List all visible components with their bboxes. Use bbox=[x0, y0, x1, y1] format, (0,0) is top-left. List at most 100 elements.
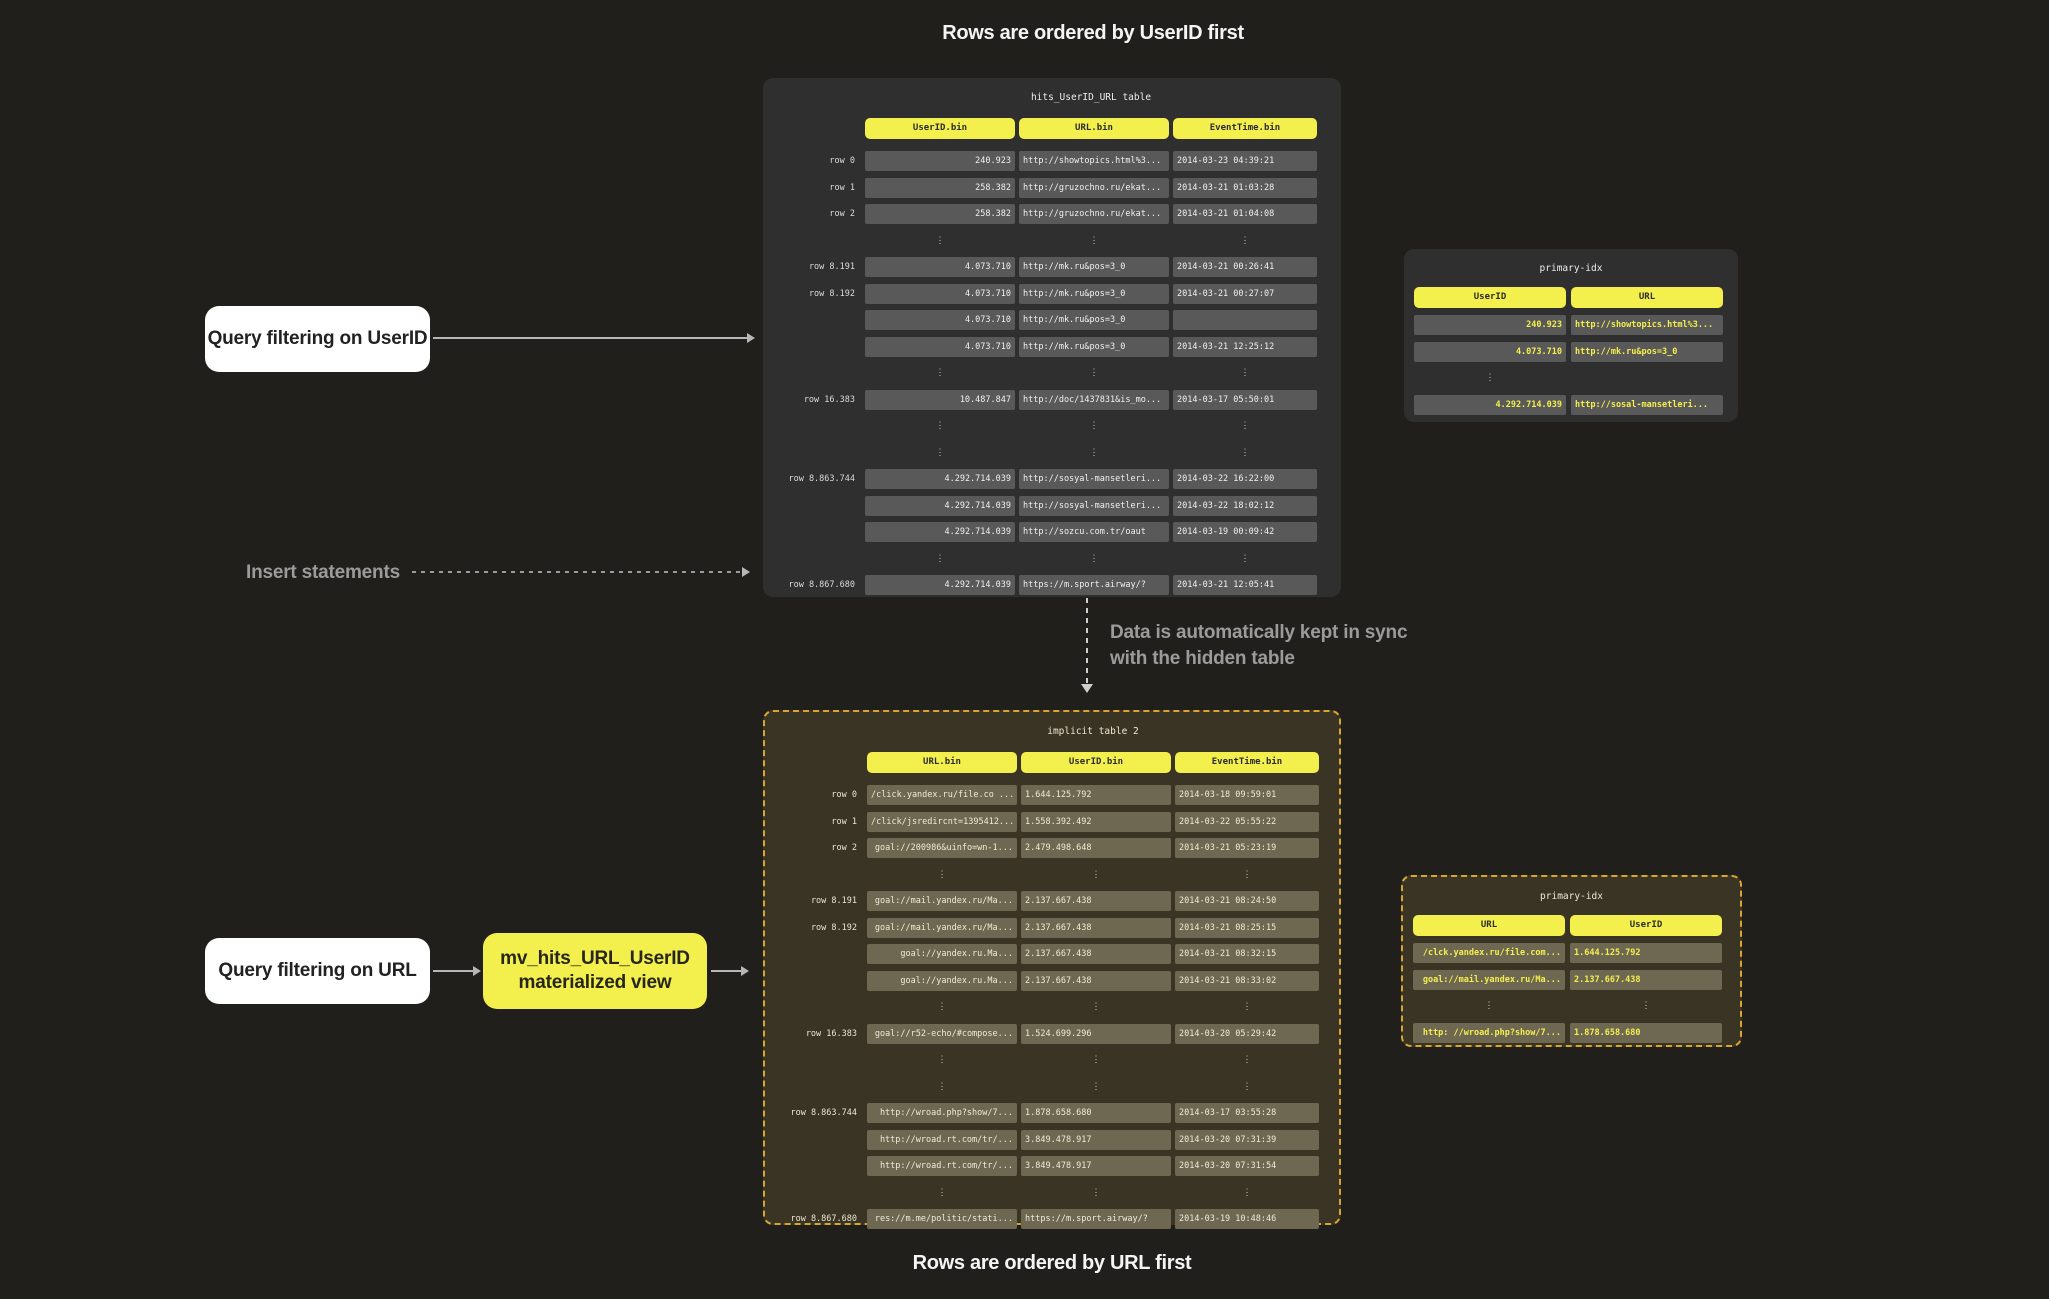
ellipsis-marker: ⋮ bbox=[1240, 553, 1250, 564]
ellipsis-marker: ⋮ bbox=[1091, 1081, 1101, 1092]
data-cell: /clck.yandex.ru/file.com... bbox=[1413, 943, 1565, 963]
hits-primary-index-title: primary-idx bbox=[1539, 263, 1603, 274]
row-label bbox=[773, 865, 863, 885]
ellipsis-marker: ⋮ bbox=[935, 368, 945, 378]
data-cell: 2.479.498.648 bbox=[1021, 838, 1171, 858]
ellipsis-marker: ⋮ bbox=[1089, 368, 1099, 378]
materialized-view-name: mv_hits_URL_UserID bbox=[500, 948, 690, 969]
data-cell: http://wroad.rt.com/tr/... bbox=[867, 1156, 1017, 1176]
data-cell: 2.137.667.438 bbox=[1570, 969, 1722, 990]
ellipsis-marker: ⋮ bbox=[1091, 1002, 1101, 1012]
data-cell: 3.849.478.917 bbox=[1021, 1129, 1171, 1150]
row-label bbox=[773, 1050, 863, 1070]
data-cell: 4.292.714.039 bbox=[1414, 394, 1566, 415]
data-cell: http://showtopics.html%3... bbox=[1019, 151, 1169, 171]
column-header: UserID bbox=[1570, 915, 1722, 936]
row-label bbox=[771, 443, 861, 463]
bottom-caption: Rows are ordered by URL first bbox=[912, 1252, 1192, 1274]
ellipsis-marker: ⋮ bbox=[1484, 1001, 1494, 1011]
row-label bbox=[773, 997, 863, 1017]
data-cell: http://sosyal-mansetleri... bbox=[1019, 469, 1169, 489]
data-cell: http://gruzochno.ru/ekat... bbox=[1019, 177, 1169, 198]
data-cell: http: //wroad.php?show/7... bbox=[1413, 1022, 1565, 1043]
row-label bbox=[771, 416, 861, 436]
data-cell: 4.292.714.039 bbox=[865, 469, 1015, 489]
data-cell: goal://r52-echo/#compose... bbox=[867, 1023, 1017, 1044]
row-label bbox=[771, 337, 861, 357]
data-cell: goal://200986&uinfo=wn-1... bbox=[867, 838, 1017, 858]
insert-arrow-line bbox=[412, 571, 740, 573]
row-label: row 0 bbox=[829, 156, 855, 166]
data-cell: 10.487.847 bbox=[865, 389, 1015, 410]
row-label: row 8.867.680 bbox=[790, 1214, 857, 1224]
row-label: row 8.863.744 bbox=[788, 474, 855, 484]
mv-arrow-head bbox=[741, 966, 749, 976]
ellipsis-marker bbox=[1571, 368, 1723, 388]
data-cell: 2014-03-21 08:33:02 bbox=[1175, 970, 1319, 991]
data-cell: 258.382 bbox=[865, 204, 1015, 224]
data-cell: http://mk.ru&pos=3_0 bbox=[1571, 341, 1723, 362]
ellipsis-marker: ⋮ bbox=[1240, 447, 1250, 458]
data-cell: 4.292.714.039 bbox=[865, 522, 1015, 542]
row-label: row 8.863.744 bbox=[790, 1108, 857, 1118]
data-cell: 2014-03-21 05:23:19 bbox=[1175, 838, 1319, 858]
data-cell: 4.292.714.039 bbox=[865, 495, 1015, 516]
ellipsis-marker: ⋮ bbox=[1242, 1002, 1252, 1012]
row-label bbox=[773, 1183, 863, 1203]
data-cell: http://wroad.php?show/7... bbox=[867, 1103, 1017, 1123]
data-cell: 3.849.478.917 bbox=[1021, 1156, 1171, 1176]
ellipsis-marker: ⋮ bbox=[1089, 553, 1099, 564]
data-cell: http://mk.ru&pos=3_0 bbox=[1019, 310, 1169, 330]
column-header: UserID bbox=[1414, 287, 1566, 308]
row-label bbox=[771, 310, 861, 330]
data-cell: 240.923 bbox=[865, 151, 1015, 171]
materialized-view-box: mv_hits_URL_UserID materialized view bbox=[483, 933, 707, 1009]
data-cell: 2.137.667.438 bbox=[1021, 944, 1171, 964]
data-cell: 1.644.125.792 bbox=[1021, 785, 1171, 805]
row-label: row 8.867.680 bbox=[788, 580, 855, 590]
top-caption: Rows are ordered by UserID first bbox=[942, 22, 1244, 44]
data-cell: 2.137.667.438 bbox=[1021, 917, 1171, 938]
data-cell: http://showtopics.html%3... bbox=[1571, 315, 1723, 335]
row-label bbox=[773, 944, 863, 964]
data-cell: 4.073.710 bbox=[865, 257, 1015, 277]
column-header: URL.bin bbox=[1019, 118, 1169, 139]
ellipsis-marker: ⋮ bbox=[1089, 421, 1099, 431]
ellipsis-marker: ⋮ bbox=[935, 553, 945, 564]
sync-note-line2: with the hidden table bbox=[1110, 648, 1295, 669]
row-label: row 1 bbox=[831, 816, 857, 827]
row-label: row 16.383 bbox=[803, 394, 855, 405]
data-cell: http://gruzochno.ru/ekat... bbox=[1019, 204, 1169, 224]
data-cell: https://m.sport.airway/? bbox=[1019, 575, 1169, 595]
implicit-primary-index-title: primary-idx bbox=[1540, 891, 1603, 902]
ellipsis-marker: ⋮ bbox=[1091, 1187, 1101, 1198]
data-cell: https://m.sport.airway/? bbox=[1021, 1209, 1171, 1229]
ellipsis-marker: ⋮ bbox=[1089, 447, 1099, 458]
data-cell: 2014-03-22 18:02:12 bbox=[1173, 495, 1317, 516]
data-cell: 2014-03-21 12:25:12 bbox=[1173, 336, 1317, 357]
insert-arrow-head bbox=[742, 567, 750, 577]
ellipsis-marker: ⋮ bbox=[1242, 869, 1252, 880]
query-userid-arrow-head bbox=[747, 333, 755, 343]
column-header: UserID.bin bbox=[865, 118, 1015, 139]
data-cell: 2014-03-21 08:24:50 bbox=[1175, 891, 1319, 911]
data-cell: http://mk.ru&pos=3_0 bbox=[1019, 283, 1169, 304]
row-label bbox=[771, 522, 861, 542]
data-cell: 4.292.714.039 bbox=[865, 575, 1015, 595]
data-cell: 4.073.710 bbox=[865, 283, 1015, 304]
column-header: URL.bin bbox=[867, 752, 1017, 773]
data-cell: 2014-03-21 08:32:15 bbox=[1175, 944, 1319, 964]
row-label bbox=[771, 231, 861, 251]
implicit-table-title: implicit table 2 bbox=[1047, 726, 1139, 737]
mv-arrow-line bbox=[711, 970, 741, 972]
ellipsis-marker: ⋮ bbox=[937, 1002, 947, 1012]
data-cell: 2014-03-19 10:48:46 bbox=[1175, 1209, 1319, 1229]
data-cell: res://m.me/politic/stati... bbox=[867, 1209, 1017, 1229]
data-cell: goal://yandex.ru.Ma... bbox=[867, 944, 1017, 964]
data-cell: 2014-03-19 00:09:42 bbox=[1173, 522, 1317, 542]
data-cell: http://sosal-mansetleri... bbox=[1571, 394, 1723, 415]
query-userid-callout: Query filtering on UserID bbox=[205, 306, 430, 372]
